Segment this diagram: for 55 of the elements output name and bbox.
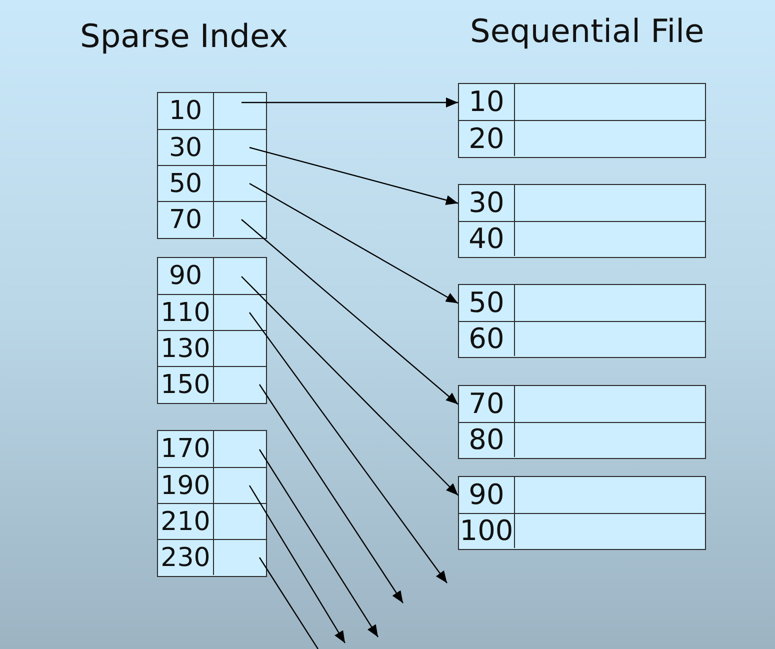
record-key: 30 — [468, 188, 504, 217]
arrow — [242, 98, 458, 108]
file-block — [458, 385, 706, 459]
index-entry — [158, 294, 266, 330]
arrow — [249, 146, 458, 205]
column-heading: Sequential File — [470, 15, 704, 47]
record-key: 80 — [468, 426, 504, 454]
key-value: 50 — [168, 170, 202, 196]
index-entry — [158, 129, 266, 165]
key-value: 170 — [160, 436, 210, 462]
index-block — [157, 92, 267, 239]
index-block — [157, 430, 267, 577]
arrow — [249, 312, 448, 584]
key-value: 110 — [160, 300, 210, 326]
file-block — [458, 284, 706, 358]
file-record — [459, 320, 705, 356]
file-block — [458, 476, 706, 550]
key-value: 70 — [168, 206, 202, 232]
record-key: 20 — [468, 124, 504, 152]
file-record — [459, 512, 705, 548]
key-value: 30 — [168, 134, 202, 160]
index-entry — [158, 330, 266, 366]
file-block — [458, 184, 706, 258]
index-entry — [158, 165, 266, 201]
index-entry — [158, 366, 266, 402]
index-entry — [158, 539, 266, 575]
file-block — [458, 83, 706, 158]
file-record — [459, 422, 705, 457]
file-record — [459, 220, 705, 256]
arrow — [249, 182, 458, 304]
arrow — [259, 384, 404, 604]
file-record — [459, 120, 705, 156]
index-block — [157, 257, 267, 404]
arrow — [248, 485, 346, 644]
key-value: 150 — [160, 372, 210, 398]
record-key: 90 — [468, 480, 504, 509]
key-value: 230 — [160, 544, 210, 570]
key-value: 90 — [168, 263, 202, 289]
record-key: 60 — [468, 324, 504, 353]
record-key: 50 — [468, 288, 504, 317]
record-key: 100 — [460, 516, 514, 545]
arrow — [241, 219, 458, 405]
index-entry — [158, 201, 266, 237]
key-value: 130 — [160, 336, 210, 362]
arrow — [259, 449, 378, 638]
record-key: 10 — [468, 88, 504, 116]
arrow — [241, 276, 458, 496]
key-value: 210 — [160, 508, 210, 534]
index-entry — [158, 467, 266, 503]
index-entry — [158, 503, 266, 539]
record-key: 40 — [468, 224, 504, 253]
key-value: 190 — [160, 472, 210, 498]
column-heading: Sparse Index — [80, 20, 288, 52]
key-value: 10 — [168, 98, 202, 124]
record-key: 70 — [468, 390, 504, 418]
